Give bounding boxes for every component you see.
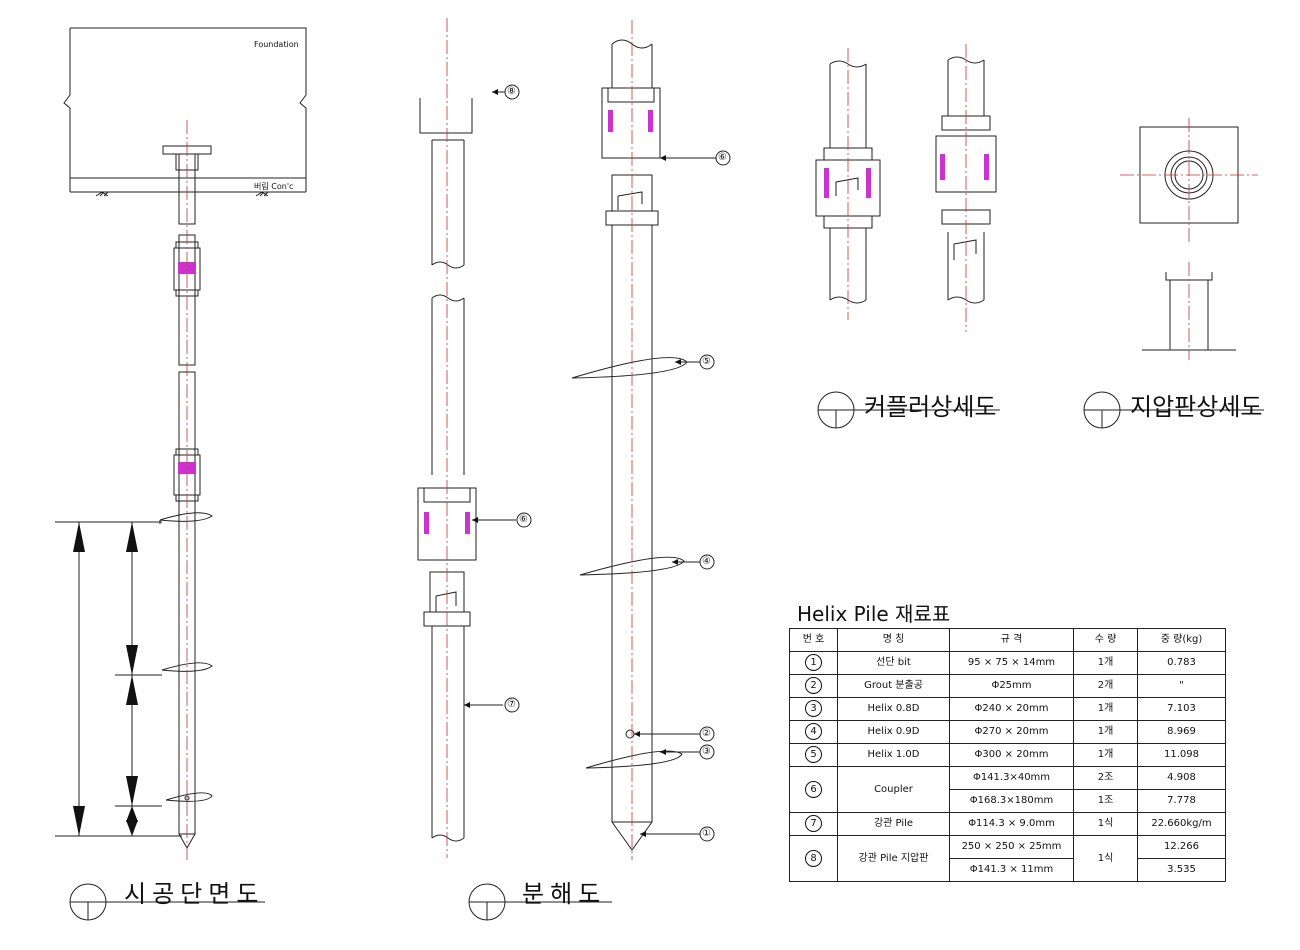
callout-1: ①	[702, 828, 711, 839]
col-header-weight: 중 량(kg)	[1137, 628, 1226, 652]
table-row: Φ168.3×180mm 1조 7.778	[790, 789, 1226, 813]
coupler-detail-title: 커플러상세도	[864, 393, 997, 421]
table-row: 4 Helix 0.9D Φ270 × 20mm 1개 8.969	[789, 720, 1226, 744]
row-qty: 2조	[1073, 766, 1138, 790]
row-weight: 12.266	[1137, 835, 1226, 859]
row-weight: 7.103	[1137, 697, 1226, 721]
table-row: 8 강관 Pile 지압판 250 × 250 × 25mm 1식 12.266	[789, 835, 1226, 882]
row-number: 3	[805, 700, 822, 717]
table-row: 6 Coupler Φ141.3×40mm 2조 4.908	[789, 766, 1226, 813]
assembly-view	[571, 39, 716, 851]
foundation-label: Foundation	[254, 40, 299, 49]
row-spec: Φ25mm	[949, 674, 1074, 698]
row-spec: Φ240 × 20mm	[949, 697, 1074, 721]
row-spec: Φ168.3×180mm	[949, 789, 1074, 813]
table-row: 1 선단 bit 95 × 75 × 14mm 1개 0.783	[789, 651, 1226, 675]
row-qty: 1개	[1073, 720, 1138, 744]
table-header-row: 번 호 명 칭 규 격 수 량 중 량(kg)	[789, 628, 1226, 652]
row-spec: Φ141.3×40mm	[949, 766, 1074, 790]
row-qty: 1식	[1073, 812, 1138, 836]
coupler-detail	[815, 56, 1000, 429]
row-name: 선단 bit	[837, 651, 950, 675]
cap-detail	[1083, 126, 1264, 429]
col-header-name: 명 칭	[837, 628, 950, 652]
row-number: 5	[805, 746, 822, 763]
row-spec: Φ141.3 × 11mm	[949, 858, 1074, 882]
row-name: Helix 1.0D	[837, 743, 950, 767]
concrete-label: 버림 Con'c	[254, 182, 294, 191]
exploded-view	[417, 91, 612, 921]
row-number: 2	[805, 677, 822, 694]
callout-6-assembly: ⑥	[718, 152, 727, 163]
callout-8: ⑧	[507, 86, 516, 97]
table-row: 3 Helix 0.8D Φ240 × 20mm 1개 7.103	[789, 697, 1226, 721]
row-name: Grout 분출공	[837, 674, 950, 698]
material-table: 번 호 명 칭 규 격 수 량 중 량(kg) 1 선단 bit 95 × 75…	[789, 628, 1226, 882]
callout-6-exploded: ⑥	[519, 514, 528, 525]
row-weight: 22.660kg/m	[1137, 812, 1226, 836]
row-qty: 1개	[1073, 697, 1138, 721]
col-header-spec: 규 격	[949, 628, 1074, 652]
centerlines	[186, 18, 1258, 860]
row-spec: 250 × 250 × 25mm	[949, 835, 1074, 859]
cap-detail-title: 지압판상세도	[1130, 393, 1263, 421]
table-row: 7 강관 Pile Φ114.3 × 9.0mm 1식 22.660kg/m	[789, 812, 1226, 836]
row-spec: Φ300 × 20mm	[949, 743, 1074, 767]
table-row: 5 Helix 1.0D Φ300 × 20mm 1개 11.098	[789, 743, 1226, 767]
row-name: 강관 Pile	[837, 812, 950, 836]
exploded-view-title: 분해도	[522, 880, 607, 908]
callout-5: ⑤	[702, 356, 711, 367]
row-number: 4	[805, 723, 822, 740]
row-spec: Φ114.3 × 9.0mm	[949, 812, 1074, 836]
row-name: Coupler	[837, 766, 950, 813]
row-weight: "	[1137, 674, 1226, 698]
row-qty: 1조	[1073, 789, 1138, 813]
row-weight: 7.778	[1137, 789, 1226, 813]
row-weight: 4.908	[1137, 766, 1226, 790]
callout-3: ③	[702, 746, 711, 757]
row-weight: 8.969	[1137, 720, 1226, 744]
table-row: Φ141.3 × 11mm 3.535	[790, 858, 1226, 882]
table-row: 2 Grout 분출공 Φ25mm 2개 "	[789, 674, 1226, 698]
col-header-no: 번 호	[789, 628, 838, 652]
row-qty: 1개	[1073, 743, 1138, 767]
row-number: 7	[805, 815, 822, 832]
row-qty: 1개	[1073, 651, 1138, 675]
row-number: 8	[805, 849, 822, 867]
row-name: Helix 0.8D	[837, 697, 950, 721]
row-name: 강관 Pile 지압판	[837, 835, 950, 882]
col-header-qty: 수 량	[1073, 628, 1138, 652]
row-qty: 1식	[1073, 835, 1138, 882]
material-table-title: Helix Pile 재료표	[797, 602, 951, 626]
callout-4: ④	[702, 556, 711, 567]
row-weight: 11.098	[1137, 743, 1226, 767]
row-spec: 95 × 75 × 14mm	[949, 651, 1074, 675]
row-weight: 0.783	[1137, 651, 1226, 675]
callout-7: ⑦	[507, 699, 516, 710]
row-weight: 3.535	[1137, 858, 1226, 882]
callout-2: ②	[702, 728, 711, 739]
row-name: Helix 0.9D	[837, 720, 950, 744]
row-number: 6	[805, 780, 822, 798]
row-spec: Φ270 × 20mm	[949, 720, 1074, 744]
row-number: 1	[805, 654, 822, 671]
section-view-title: 시공단면도	[124, 880, 265, 908]
row-qty: 2개	[1073, 674, 1138, 698]
